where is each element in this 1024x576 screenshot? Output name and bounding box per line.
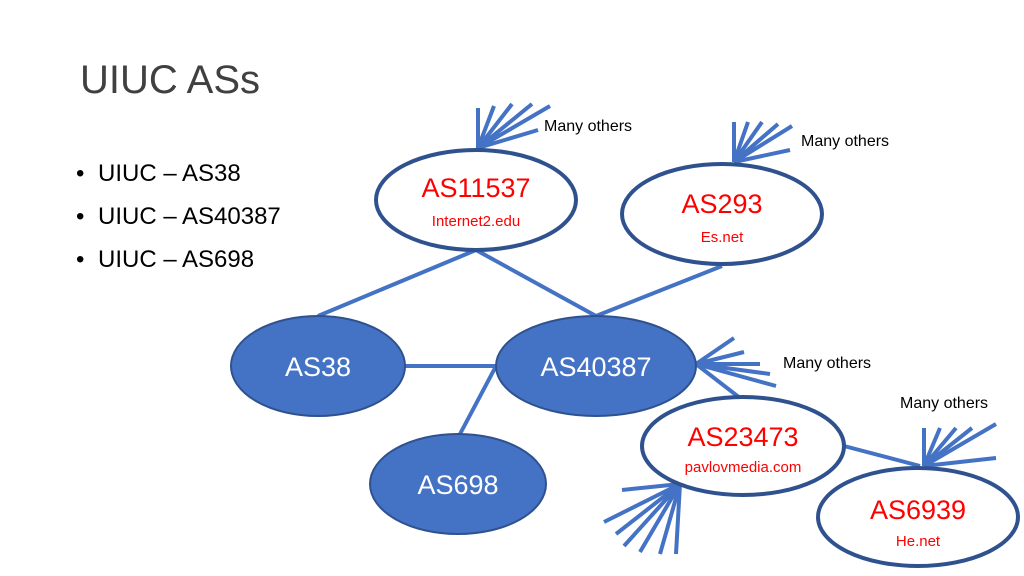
fan-as23473	[603, 482, 682, 555]
node-as23473-name: AS23473	[687, 422, 798, 452]
node-as293-domain: Es.net	[701, 229, 744, 246]
fan-as6939	[922, 422, 998, 468]
fan-as11537	[476, 102, 552, 150]
many-others-label: Many others	[801, 133, 889, 150]
node-as6939: AS6939 He.net	[816, 466, 1020, 568]
node-as698-name: AS698	[417, 470, 498, 500]
fan-lines	[476, 102, 998, 555]
node-as6939-domain: He.net	[896, 533, 941, 550]
fan-as40387	[694, 336, 777, 400]
edge-as293-as40387	[595, 264, 723, 318]
many-others-label: Many others	[900, 395, 988, 412]
node-as38: AS38	[230, 315, 406, 417]
node-as38-name: AS38	[285, 352, 351, 382]
node-as40387: AS40387	[495, 315, 697, 417]
bullet-item: •UIUC – AS698	[76, 246, 255, 273]
bullet-text: UIUC – AS40387	[98, 203, 281, 230]
node-as40387-name: AS40387	[540, 352, 651, 382]
edge-as40387-as698	[458, 367, 497, 435]
node-as23473: AS23473 pavlovmedia.com	[640, 395, 846, 497]
edge-as11537-as38	[317, 248, 477, 318]
node-as11537-name: AS11537	[421, 173, 530, 203]
edge-as23473-as6939	[843, 444, 921, 468]
edge-as11537-as40387	[475, 248, 597, 318]
many-others-label: Many others	[783, 355, 871, 372]
bullet-text: UIUC – AS698	[98, 246, 255, 273]
bullet-text: UIUC – AS38	[98, 160, 241, 187]
node-as6939-name: AS6939	[870, 495, 966, 525]
node-as293: AS293 Es.net	[620, 162, 824, 266]
node-as698: AS698	[369, 433, 547, 535]
node-as23473-domain: pavlovmedia.com	[685, 459, 802, 476]
edges	[317, 248, 921, 468]
bullet-item: •UIUC – AS38	[76, 160, 241, 187]
fan-as293	[732, 120, 794, 164]
bullet-item: •UIUC – AS40387	[76, 203, 281, 230]
many-others-label: Many others	[544, 118, 632, 135]
node-as293-name: AS293	[681, 189, 762, 219]
bullet-list: •UIUC – AS38 •UIUC – AS40387 •UIUC – AS6…	[76, 152, 281, 281]
node-as11537-domain: Internet2.edu	[432, 213, 520, 230]
slide-title: UIUC ASs	[80, 58, 261, 102]
node-as11537: AS11537 Internet2.edu	[374, 148, 578, 252]
